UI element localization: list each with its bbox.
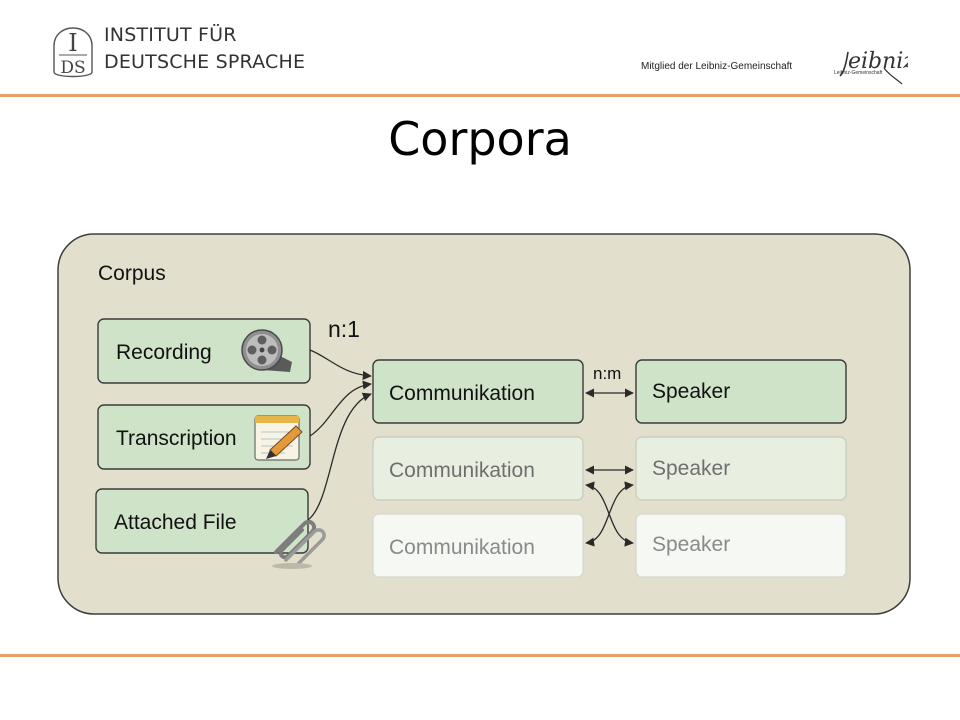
communication-box-3: Communikation (372, 513, 584, 578)
institute-line-1: INSTITUT FÜR (104, 24, 237, 46)
arrow-transcription-to-communication (309, 380, 372, 437)
notepad-pencil-icon (254, 415, 303, 461)
speaker-box-3: Speaker (635, 513, 847, 578)
speaker-box-2: Speaker (635, 436, 847, 501)
svg-text:eibniz: eibniz (848, 49, 908, 74)
speaker-box-1: Speaker (635, 359, 847, 424)
member-text: Mitglied der Leibniz-Gemeinschaft (641, 61, 793, 72)
film-reel-icon (241, 329, 292, 372)
arrow-communication-3-to-speaker-2 (585, 481, 634, 547)
arrow-recording-to-communication (309, 349, 372, 380)
svg-text:Leibniz-Gemeinschaft: Leibniz-Gemeinschaft (834, 70, 883, 76)
speaker-label: Speaker (652, 533, 730, 556)
speaker-label: Speaker (652, 380, 730, 403)
file-box-label: Recording (116, 341, 212, 364)
file-box-label: Attached File (114, 511, 237, 534)
svg-text:DS: DS (60, 58, 85, 78)
file-box-attached-file: Attached File (95, 488, 326, 569)
slide-title: Corpora (388, 112, 572, 166)
paperclip-icon (272, 519, 326, 569)
file-box-label: Transcription (116, 427, 237, 450)
leibniz-logo: eibniz Leibniz-Gemeinschaft (834, 49, 908, 85)
header-rule (0, 94, 960, 97)
footer-rule (0, 654, 960, 657)
file-box-transcription: Transcription (97, 404, 311, 470)
communication-label: Communikation (389, 536, 535, 559)
ids-logo: I DS (53, 27, 93, 78)
svg-text:I: I (68, 29, 77, 57)
file-box-recording: Recording (97, 318, 311, 384)
communication-label: Communikation (389, 459, 535, 482)
institute-line-2: DEUTSCHE SPRACHE (104, 51, 306, 73)
institute-name: INSTITUT FÜR DEUTSCHE SPRACHE (104, 22, 305, 76)
communication-label: Communikation (389, 382, 535, 405)
arrow-attached-file-to-communication (307, 392, 372, 521)
speaker-label: Speaker (652, 457, 730, 480)
cardinality-n-1: n:1 (328, 316, 360, 342)
corpus-label: Corpus (98, 262, 166, 285)
cardinality-n-m: n:m (593, 364, 621, 383)
communication-box-2: Communikation (372, 436, 584, 501)
communication-box-1: Communikation (372, 359, 584, 424)
